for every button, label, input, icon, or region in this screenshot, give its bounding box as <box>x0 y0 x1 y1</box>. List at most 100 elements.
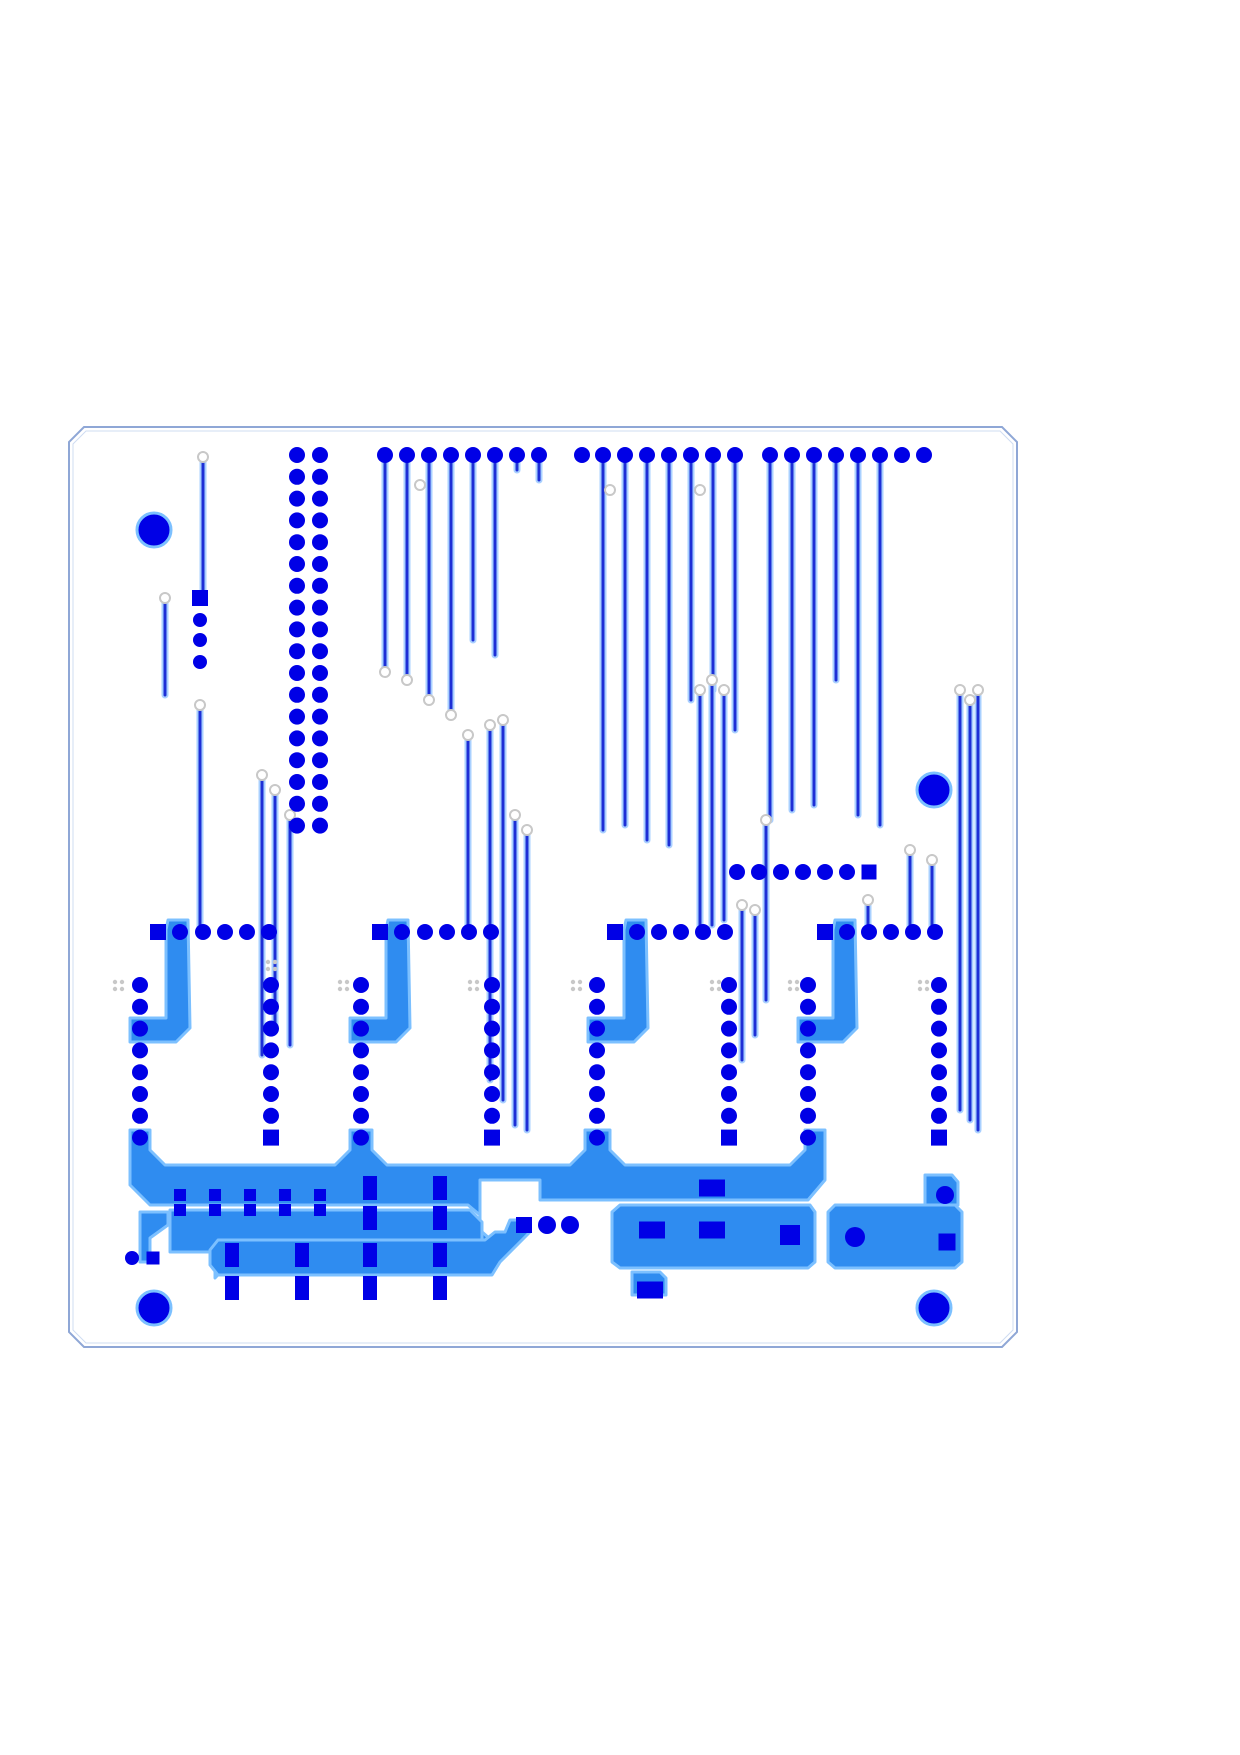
module1-row-pin-4 <box>217 924 233 940</box>
module1-left-pin-1 <box>132 977 148 993</box>
module4-left-pin-7 <box>800 1107 816 1124</box>
test-dot-2-3 <box>337 986 343 992</box>
component-pads <box>125 447 956 1300</box>
test-dot-4-4 <box>577 986 583 992</box>
test-dot-8-4 <box>272 966 278 972</box>
header-pin-a15 <box>289 752 305 769</box>
mounting-hole-1 <box>135 511 173 549</box>
mounting-hole-2 <box>915 771 953 809</box>
via-13 <box>706 674 718 686</box>
module4-right-pin-2 <box>931 998 947 1015</box>
module4-row-pin-3 <box>861 924 877 940</box>
power-pad-2 <box>699 1221 725 1239</box>
small-conn-pin-4 <box>193 655 207 669</box>
module4-right-pin-3 <box>931 1020 947 1037</box>
module3-row-pin-6 <box>717 924 733 940</box>
module-pour-4 <box>796 918 859 1044</box>
header-pin-a2 <box>289 468 305 485</box>
smd-array-5 <box>314 1189 326 1201</box>
test-dot-3-3 <box>467 986 473 992</box>
module4-left-pin-2 <box>800 998 816 1015</box>
module3-left-pin-1 <box>589 977 605 993</box>
module3-left-pin-5 <box>589 1064 605 1081</box>
via-12 <box>694 684 706 696</box>
reg-pin-2 <box>538 1216 556 1234</box>
header-pin-b13 <box>312 708 328 725</box>
header-pin-b17 <box>312 795 328 812</box>
module3-row-pin-4 <box>673 924 689 940</box>
copper-pours <box>128 918 964 1297</box>
module3-row-pin-1 <box>607 924 623 940</box>
module1-right-pin-1 <box>263 977 279 993</box>
top-right-pin-4 <box>828 447 844 463</box>
rail-pad-low-3 <box>363 1243 377 1267</box>
top-left-pin-5 <box>465 447 481 463</box>
header-pin-a16 <box>289 774 305 790</box>
module4-row-pin-1 <box>817 924 833 940</box>
module1-right-pin-4 <box>263 1042 279 1059</box>
smd-array-b-3 <box>244 1204 256 1216</box>
via-8 <box>484 719 496 731</box>
top-left-pin-4 <box>443 447 459 463</box>
reg-pin-3 <box>561 1216 579 1234</box>
header-pin-a14 <box>289 730 305 747</box>
module1-left-pin-2 <box>132 998 148 1015</box>
module4-left-pin-6 <box>800 1086 816 1102</box>
top-left-pin-1 <box>377 447 393 463</box>
mounting-hole-4 <box>915 1289 953 1327</box>
rail-pad-bot-3 <box>363 1276 377 1300</box>
power-pad-3 <box>780 1225 800 1245</box>
test-dot-3-2 <box>474 979 480 985</box>
small-conn-pin-3 <box>193 633 207 647</box>
via-1 <box>197 451 209 463</box>
module2-row-pin-5 <box>461 924 477 940</box>
via-11 <box>521 824 533 836</box>
test-dot-7-2 <box>924 979 930 985</box>
header-pin-b4 <box>312 512 328 529</box>
test-dot-1-3 <box>112 986 118 992</box>
header-pin-a3 <box>289 490 305 507</box>
jumper-pin-5 <box>817 864 833 880</box>
header-pin-b14 <box>312 730 328 747</box>
smd-array-2 <box>209 1189 221 1201</box>
via-30 <box>445 709 457 721</box>
module1-left-pin-8 <box>132 1129 148 1146</box>
module2-right-pin-1 <box>484 977 500 993</box>
via-6 <box>284 809 296 821</box>
connector-round-pin <box>845 1227 865 1247</box>
top-left-pin-7 <box>509 447 525 463</box>
module1-right-pin-8 <box>263 1129 279 1146</box>
module2-row-pin-6 <box>483 924 499 940</box>
module1-row-pin-5 <box>239 924 255 940</box>
small-conn-pin-2 <box>193 613 207 627</box>
module2-right-pin-7 <box>484 1107 500 1124</box>
module4-row-pin-2 <box>839 924 855 940</box>
vias <box>112 451 984 992</box>
connector-pour <box>826 1203 964 1270</box>
board-outline <box>68 426 1018 1348</box>
via-14 <box>718 684 730 696</box>
header-pin-a13 <box>289 708 305 725</box>
module2-right-pin-6 <box>484 1086 500 1102</box>
via-28 <box>401 674 413 686</box>
module1-left-pin-3 <box>132 1020 148 1037</box>
module3-row-pin-2 <box>629 924 645 940</box>
module1-left-pin-5 <box>132 1064 148 1081</box>
module3-right-pin-6 <box>721 1086 737 1102</box>
top-mid-pin-5 <box>683 447 699 463</box>
via-7 <box>462 729 474 741</box>
module3-row-pin-3 <box>651 924 667 940</box>
rail-pad-low-2 <box>295 1243 309 1267</box>
module3-right-pin-3 <box>721 1020 737 1037</box>
test-dot-5-3 <box>709 986 715 992</box>
top-right-pin-5 <box>850 447 866 463</box>
header-pin-a18 <box>289 817 305 834</box>
board-edge-inner <box>72 430 1014 1344</box>
smd-array-b-5 <box>314 1204 326 1216</box>
module3-right-pin-8 <box>721 1129 737 1146</box>
top-right-pin-6 <box>872 447 888 463</box>
module4-left-pin-1 <box>800 977 816 993</box>
top-mid-pin-6 <box>705 447 721 463</box>
via-19 <box>964 694 976 706</box>
